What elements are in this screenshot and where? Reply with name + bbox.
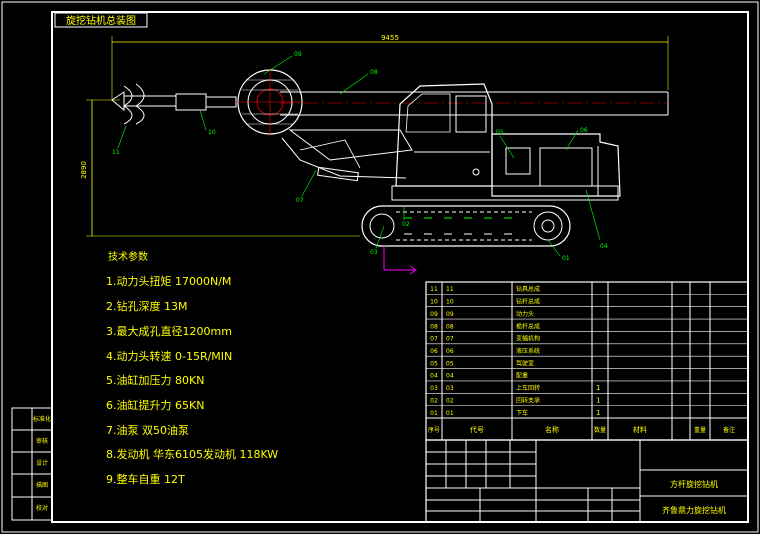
part-cell-no: 10: [430, 299, 438, 306]
callout-02: 02: [402, 221, 410, 228]
part-cell-no: 07: [430, 336, 438, 343]
part-cell-qty: 1: [596, 409, 600, 417]
callout-08: 08: [370, 69, 378, 76]
part-cell-name: 驾驶室: [516, 359, 534, 367]
part-cell-name: 下车: [516, 409, 528, 417]
dimension-height: 2890: [80, 99, 360, 237]
part-cell-code: 07: [446, 336, 454, 343]
hdr-qty: 数量: [594, 426, 606, 434]
part-cell-name: 回转支承: [516, 396, 540, 404]
callout-05: 05: [496, 129, 504, 136]
part-cell-no: 05: [430, 360, 438, 367]
part-cell-no: 08: [430, 323, 438, 330]
callout-07: 07: [296, 197, 304, 204]
side-label-0: 标准化: [33, 415, 51, 423]
callout-10: 10: [208, 129, 216, 136]
drill-tool: [111, 83, 237, 125]
luffing-arm: [281, 129, 413, 182]
hdr-remark: 备注: [723, 426, 735, 434]
tech-item-8: 8.发动机 华东6105发动机 118KW: [106, 447, 278, 461]
callout-11: 11: [112, 149, 120, 156]
part-cell-name: 钻具总成: [516, 285, 540, 293]
callout-04: 04: [600, 243, 608, 250]
hdr-no: 序号: [428, 426, 440, 434]
part-cell-name: 动力头: [516, 310, 534, 318]
part-cell-qty: 1: [596, 396, 600, 404]
tech-params: 技术参数 1.动力头扭矩 17000N/M 2.钻孔深度 13M 3.最大成孔直…: [106, 250, 278, 486]
part-cell-code: 05: [446, 360, 454, 367]
dim-height-text: 2890: [80, 161, 88, 179]
origin-marker: [383, 246, 417, 275]
side-label-2: 设计: [36, 459, 48, 467]
hdr-code: 代号: [470, 425, 484, 434]
callout-09: 09: [294, 51, 302, 58]
part-cell-qty: 1: [596, 384, 600, 392]
part-cell-code: 11: [446, 286, 454, 293]
tech-item-9: 9.整车自重 12T: [106, 472, 185, 486]
part-cell-no: 02: [430, 397, 438, 404]
side-label-4: 校对: [36, 504, 48, 512]
callout-labels: 09 08 11 10 07 05 06 04 03 02 01: [112, 51, 608, 262]
leader-lines: [117, 55, 601, 257]
stamp-text: 旋挖钻机总装图: [66, 14, 136, 27]
part-cell-code: 03: [446, 385, 454, 392]
cab: [395, 83, 493, 187]
part-cell-no: 11: [430, 286, 438, 293]
side-label-1: 审核: [36, 437, 48, 445]
part-cell-no: 04: [430, 373, 438, 380]
side-block: 标准化 审核 设计 描图 校对: [11, 407, 53, 521]
tech-item-5: 5.油缸加压力 80KN: [106, 373, 204, 387]
callout-06: 06: [580, 127, 588, 134]
callout-01: 01: [562, 255, 570, 262]
tech-item-4: 4.动力头转速 0-15R/MIN: [106, 349, 232, 363]
part-cell-code: 01: [446, 410, 454, 417]
engine-housing: [491, 133, 621, 197]
rotary-head: [236, 68, 304, 136]
part-cell-name: 配重: [516, 372, 528, 380]
part-cell-code: 08: [446, 323, 454, 330]
part-cell-code: 10: [446, 299, 454, 306]
dim-length-text: 9455: [381, 34, 399, 42]
part-cell-no: 01: [430, 410, 438, 417]
hdr-name: 名称: [545, 425, 559, 434]
part-cell-name: 钻杆总成: [516, 298, 540, 306]
dimension-length: 9455: [111, 34, 669, 100]
tech-item-1: 1.动力头扭矩 17000N/M: [106, 274, 231, 288]
drawing-name: 方杆旋挖钻机: [670, 479, 718, 489]
crawler-track: [361, 205, 571, 247]
part-cell-no: 03: [430, 385, 438, 392]
tech-heading: 技术参数: [108, 250, 148, 263]
tech-item-6: 6.油缸提升力 65KN: [106, 398, 204, 412]
part-cell-code: 04: [446, 373, 454, 380]
title-block: 方杆旋挖钻机 齐鲁鼎力旋挖钻机: [425, 439, 749, 523]
stamp-box: [54, 12, 148, 28]
part-cell-name: 液压系统: [516, 347, 540, 355]
mast: [280, 91, 669, 116]
part-cell-no: 06: [430, 348, 438, 355]
company-name: 齐鲁鼎力旋挖钻机: [662, 505, 726, 515]
tech-item-7: 7.油泵 双50油泵: [106, 423, 189, 437]
hdr-material: 材料: [633, 425, 647, 434]
tech-item-3: 3.最大成孔直径1200mm: [106, 324, 232, 338]
hdr-weight: 重量: [694, 426, 706, 434]
part-cell-name: 桅杆总成: [516, 322, 540, 330]
turntable: [391, 185, 619, 201]
callout-03: 03: [370, 249, 378, 256]
part-cell-code: 06: [446, 348, 454, 355]
tech-item-2: 2.钻孔深度 13M: [106, 299, 187, 313]
part-cell-name: 上车回转: [516, 384, 540, 392]
side-label-3: 描图: [36, 481, 48, 489]
part-cell-code: 02: [446, 397, 454, 404]
part-cell-code: 09: [446, 311, 454, 318]
part-cell-no: 09: [430, 311, 438, 318]
inner-frame: [51, 11, 749, 523]
part-cell-name: 变幅机构: [516, 335, 540, 343]
